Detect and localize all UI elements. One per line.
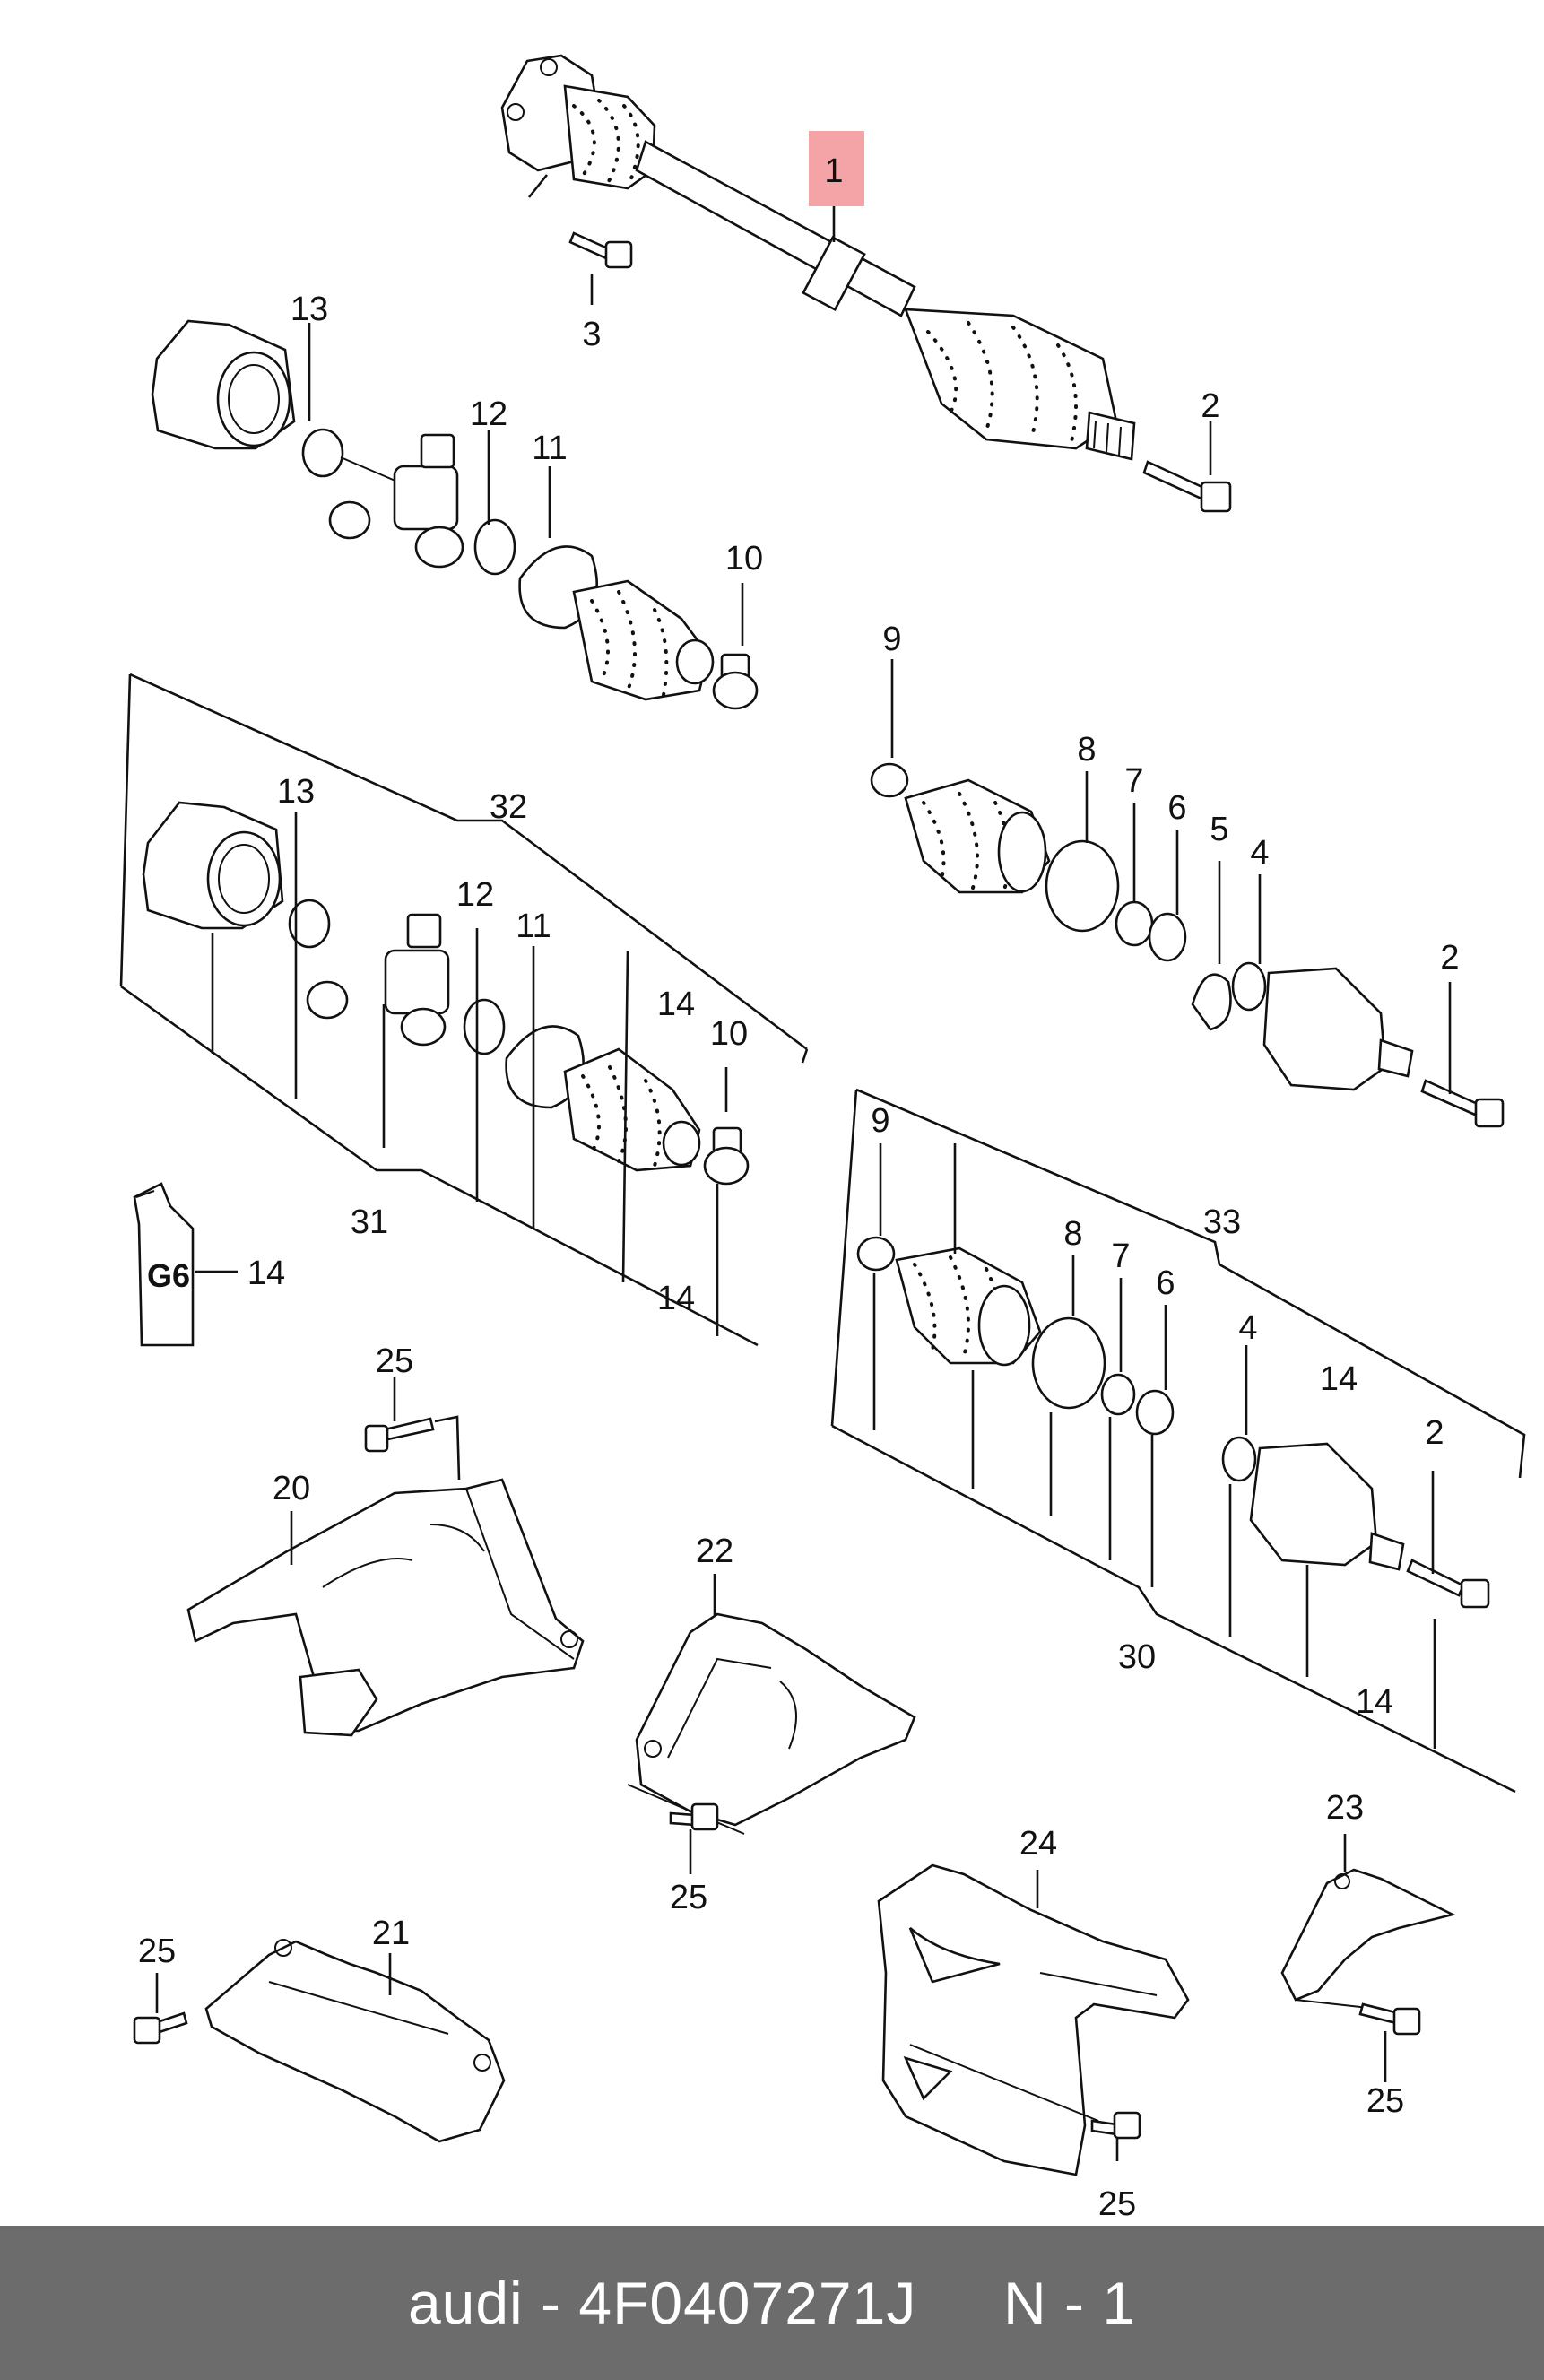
callout-25-d: 25 bbox=[1098, 2185, 1136, 2223]
callout-14-kit-31-bottom: 14 bbox=[657, 1280, 695, 1317]
callout-11: 11 bbox=[532, 430, 567, 467]
repair-kit-30-33 bbox=[830, 1088, 1526, 1794]
heat-shield-21 bbox=[133, 1939, 506, 2143]
callout-11-kit: 11 bbox=[516, 908, 551, 945]
callout-6-kit: 6 bbox=[1156, 1264, 1175, 1302]
callout-31: 31 bbox=[351, 1203, 388, 1241]
callout-3: 3 bbox=[582, 316, 601, 353]
drive-shaft-assembly bbox=[500, 54, 1232, 513]
callout-9: 9 bbox=[882, 621, 901, 658]
heat-shield-23 bbox=[1280, 1834, 1456, 2082]
callout-12-kit: 12 bbox=[456, 876, 494, 914]
callout-25-b: 25 bbox=[138, 1933, 176, 1970]
inner-joint-exploded-upper bbox=[151, 319, 759, 710]
callout-10: 10 bbox=[725, 540, 763, 578]
callout-21: 21 bbox=[372, 1915, 410, 1952]
outer-joint-exploded bbox=[870, 659, 1505, 1128]
callout-4-kit: 4 bbox=[1238, 1309, 1257, 1347]
callout-9-kit: 9 bbox=[871, 1102, 889, 1140]
callout-24: 24 bbox=[1019, 1825, 1057, 1863]
callout-2-kit: 2 bbox=[1425, 1414, 1444, 1452]
heat-shield-22 bbox=[627, 1574, 916, 1874]
callout-2-outer: 2 bbox=[1440, 939, 1459, 977]
grease-tube bbox=[133, 1182, 238, 1347]
callout-4: 4 bbox=[1250, 834, 1269, 872]
callout-12: 12 bbox=[470, 395, 507, 433]
part-number-caption: audi - 4F0407271J N - 1 bbox=[407, 2270, 1137, 2336]
callout-33: 33 bbox=[1203, 1203, 1241, 1241]
callout-7-kit: 7 bbox=[1111, 1238, 1130, 1275]
footer-bar: audi - 4F0407271J N - 1 bbox=[0, 2226, 1544, 2380]
callout-8-kit: 8 bbox=[1063, 1215, 1082, 1253]
callout-14-kit-31-top: 14 bbox=[657, 986, 695, 1023]
grease-tube-label: G6 bbox=[147, 1257, 190, 1294]
callout-22: 22 bbox=[696, 1533, 733, 1570]
callout-32: 32 bbox=[490, 788, 527, 826]
callout-13-kit: 13 bbox=[277, 773, 315, 811]
heat-shield-20 bbox=[186, 1377, 585, 1737]
callout-25-c: 25 bbox=[670, 1879, 707, 1916]
exploded-parts-diagram: 1 2 3 13 12 11 10 bbox=[119, 54, 1526, 2223]
highlight-callout-1 bbox=[809, 131, 864, 206]
callout-30: 30 bbox=[1118, 1638, 1156, 1676]
callout-14-kit-33-bottom: 14 bbox=[1356, 1683, 1393, 1721]
callout-7: 7 bbox=[1124, 762, 1143, 800]
callout-8: 8 bbox=[1077, 731, 1096, 769]
callout-1: 1 bbox=[824, 152, 843, 190]
callout-25-a: 25 bbox=[376, 1342, 413, 1380]
callout-14-grease: 14 bbox=[247, 1255, 285, 1292]
callout-10-kit: 10 bbox=[710, 1015, 748, 1053]
callout-25-e: 25 bbox=[1366, 2082, 1404, 2120]
callout-2: 2 bbox=[1201, 387, 1219, 425]
callout-5: 5 bbox=[1210, 811, 1228, 848]
repair-kit-31-32 bbox=[119, 673, 809, 1347]
callout-14-kit-33-top: 14 bbox=[1320, 1360, 1358, 1398]
callout-6: 6 bbox=[1167, 789, 1186, 827]
callout-20: 20 bbox=[273, 1470, 310, 1507]
callout-23: 23 bbox=[1326, 1789, 1364, 1827]
callout-13: 13 bbox=[291, 291, 328, 328]
heat-shield-24 bbox=[877, 1863, 1190, 2176]
